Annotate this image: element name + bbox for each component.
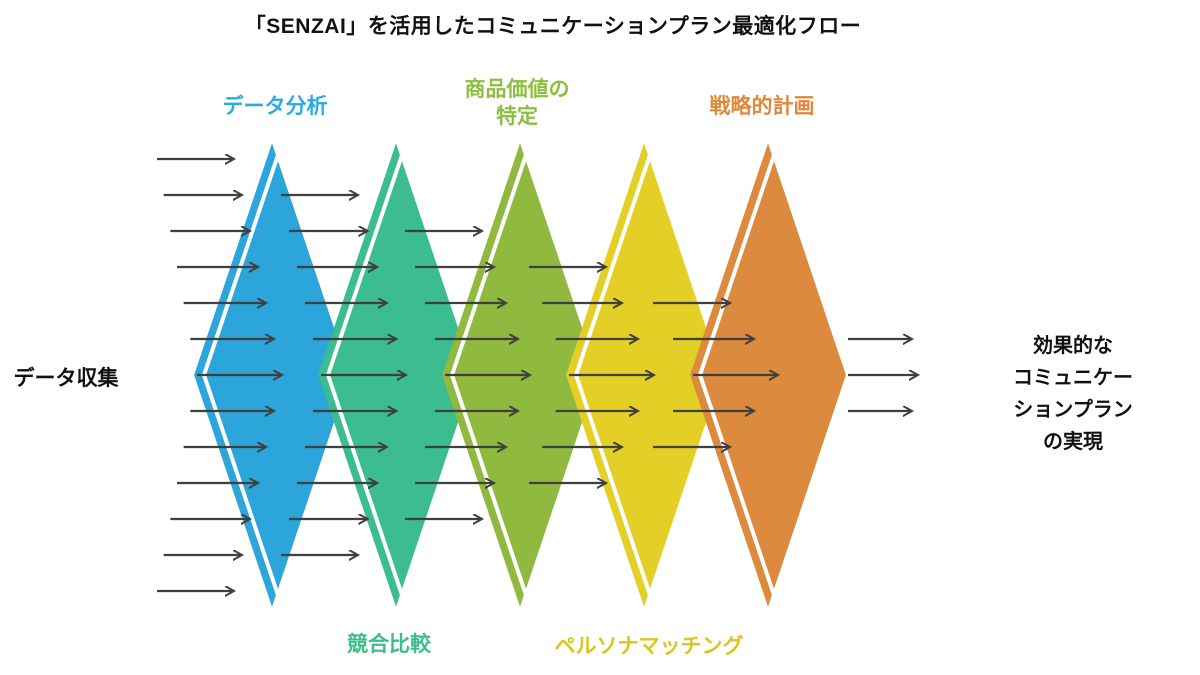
stage-label-persona-matching: ペルソナマッチング	[554, 635, 744, 658]
stage-label-competitor-comparison: 競合比較	[347, 633, 431, 656]
stage-label-strategic-planning: 戦略的計画	[709, 95, 815, 118]
stage-label-data-analysis: データ分析	[222, 95, 328, 118]
stage-label-product-value: 商品価値の 特定	[464, 78, 570, 129]
label-outcome: 効果的な コミュニケーションプラン の実現	[1013, 335, 1133, 453]
diagram-title: 「SENZAI」を活用したコミュニケーションプラン最適化フロー	[244, 15, 862, 38]
label-data-collection: データ収集	[13, 367, 119, 390]
